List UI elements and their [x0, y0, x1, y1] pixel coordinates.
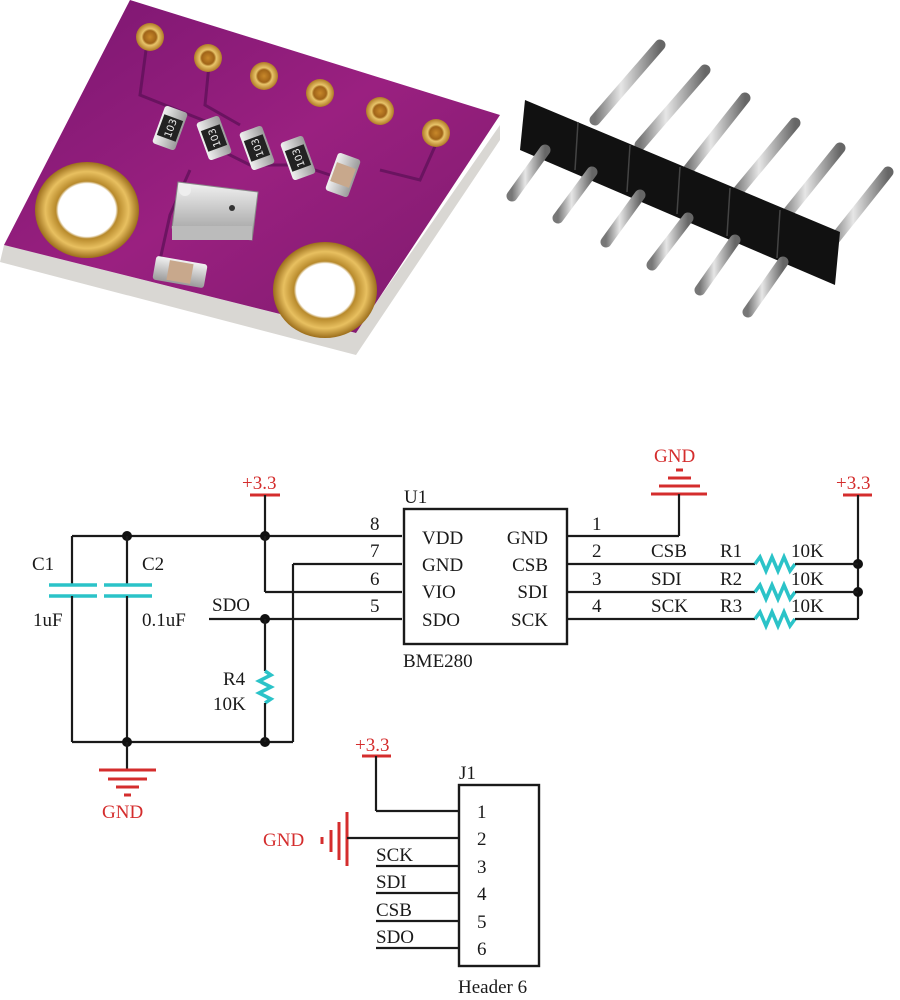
pin-name: SDI — [517, 582, 548, 603]
resistor-r3 — [753, 607, 797, 631]
c1-value: 1uF — [33, 610, 63, 631]
ground-symbol-top: GND — [567, 446, 707, 538]
pullup-resistors: CSB R1 10K SDI R2 10K SCK R3 10K — [567, 541, 858, 631]
pin-pad — [136, 23, 164, 51]
header-pin-number: 4 — [477, 884, 487, 905]
pcb-edge — [0, 125, 500, 355]
net-label: SDO — [376, 927, 414, 948]
mounting-hole — [273, 242, 377, 338]
sdo-net: SDO R4 10K — [209, 595, 402, 742]
sdo-net-label: SDO — [212, 595, 250, 616]
net-label: SDI — [651, 569, 682, 590]
net-label: CSB — [376, 900, 412, 921]
resistor-r2 — [753, 580, 797, 604]
pin-pad — [366, 97, 394, 125]
capacitor-c2: C2 0.1uF — [104, 536, 186, 742]
resistor-r1 — [753, 552, 797, 576]
pin-pads — [136, 23, 450, 147]
ground-symbol-bottom: GND — [99, 768, 156, 823]
header-body — [520, 100, 840, 285]
resistor-r4 — [255, 669, 275, 705]
power-symbol-vcc-left: +3.3 — [242, 473, 280, 536]
pin-name: SDO — [422, 610, 460, 631]
header-pin-number: 6 — [477, 939, 487, 960]
bme280-sensor-chip — [171, 181, 259, 241]
pin-number: 2 — [592, 541, 602, 562]
pin-number: 5 — [370, 596, 380, 617]
vcc-label: +3.3 — [242, 473, 276, 494]
header-pin-number: 3 — [477, 857, 487, 878]
pin-pad — [422, 119, 450, 147]
vdd-rail — [72, 531, 402, 594]
pin-number: 3 — [592, 569, 602, 590]
gnd-label: GND — [654, 446, 695, 467]
pin-number: 6 — [370, 569, 380, 590]
header-pin-number: 5 — [477, 912, 487, 933]
pin-name: VIO — [422, 582, 456, 603]
r4-value: 10K — [213, 694, 246, 715]
c2-value: 0.1uF — [142, 610, 186, 631]
header-pin-number: 1 — [477, 802, 487, 823]
pin-name: VDD — [422, 528, 463, 549]
capacitor-c1: C1 1uF — [32, 536, 97, 742]
connector-j1: +3.3 GND SCK SDI CSB SDO J1 Header 6 1 2… — [263, 735, 541, 998]
resistor-ref: R1 — [720, 541, 742, 562]
net-label: SCK — [376, 845, 413, 866]
gnd-label: GND — [263, 830, 304, 851]
pcb-board: 103 103 103 103 — [0, 0, 500, 355]
pin-pad — [250, 62, 278, 90]
pin-name: GND — [422, 555, 463, 576]
net-label: CSB — [651, 541, 687, 562]
net-label: SCK — [651, 596, 688, 617]
vcc-label: +3.3 — [836, 473, 870, 494]
pin-header — [506, 39, 894, 318]
pin-name: CSB — [512, 555, 548, 576]
product-photo: 103 103 103 103 — [0, 0, 894, 355]
smd-resistors: 103 103 103 103 — [152, 105, 316, 181]
resistor-value: 10K — [791, 541, 824, 562]
u1-ref: U1 — [404, 487, 427, 508]
pin-pad — [306, 79, 334, 107]
net-label: SDI — [376, 872, 407, 893]
resistor-ref: R3 — [720, 596, 742, 617]
pin-number: 8 — [370, 514, 380, 535]
c2-ref: C2 — [142, 554, 164, 575]
header-pins-bottom — [506, 144, 789, 318]
pin-name: SCK — [511, 610, 548, 631]
j1-ref: J1 — [459, 763, 476, 784]
header-pin-number: 2 — [477, 829, 487, 850]
pin-number: 7 — [370, 541, 380, 562]
pin-pad — [194, 44, 222, 72]
r4-ref: R4 — [223, 669, 246, 690]
pin-number: 1 — [592, 514, 602, 535]
resistor-ref: R2 — [720, 569, 742, 590]
resistor-value: 10K — [791, 596, 824, 617]
power-symbol-vcc-right: +3.3 — [836, 473, 872, 619]
ic-u1-bme280: U1 BME280 8 7 6 5 VDD GND VIO SDO GND CS… — [370, 487, 602, 672]
j1-part: Header 6 — [458, 977, 527, 998]
mounting-hole — [35, 162, 139, 258]
pin-number: 4 — [592, 596, 602, 617]
pin-name: GND — [507, 528, 548, 549]
gnd-label: GND — [102, 802, 143, 823]
u1-part: BME280 — [403, 651, 473, 672]
smd-capacitor — [152, 256, 208, 288]
smd-capacitor — [325, 152, 361, 198]
resistor-value: 10K — [791, 569, 824, 590]
c1-ref: C1 — [32, 554, 54, 575]
vcc-label: +3.3 — [355, 735, 389, 756]
